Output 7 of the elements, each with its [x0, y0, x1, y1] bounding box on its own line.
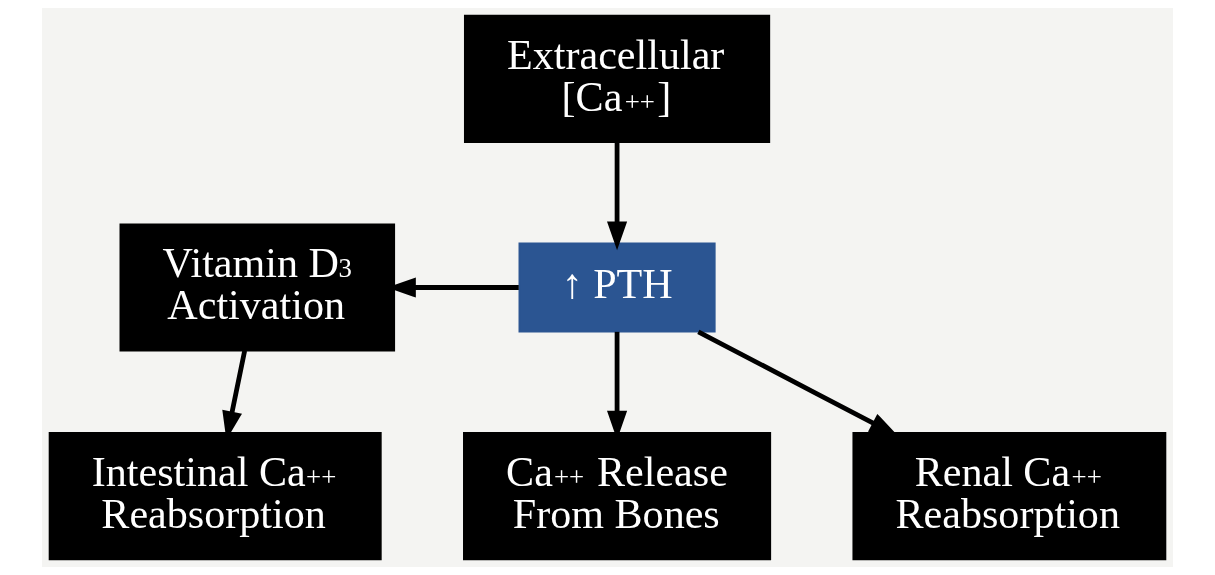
arrow: [607, 142, 628, 251]
node-box: ↑ PTH: [518, 242, 716, 333]
node-box: Renal Ca++ Reabsorption: [852, 432, 1167, 561]
node-box: Extracellular [Ca++]: [463, 14, 771, 143]
node-box: Ca++ Release From Bones: [463, 432, 772, 561]
node-box: Vitamin D3 Activation: [119, 223, 396, 352]
node-box: Intestinal Ca++ Reabsorption: [48, 432, 382, 561]
